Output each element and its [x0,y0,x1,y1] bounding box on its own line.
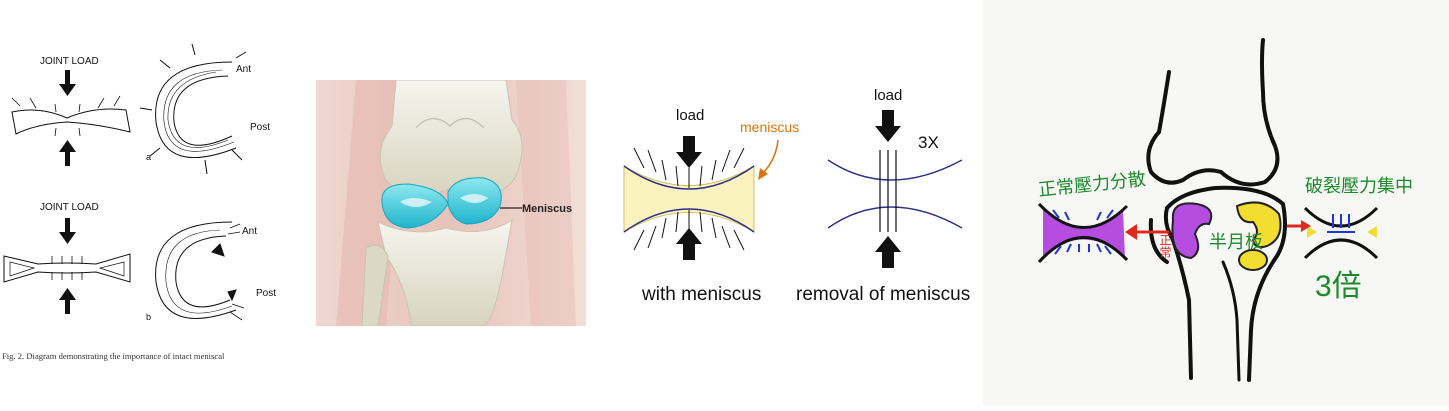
load-factor-3x: 3X [918,133,939,152]
load-arrow-up-left [676,228,702,260]
figure-tag-a: a [146,152,151,162]
post-label-bottom: Post [256,288,276,299]
load-label-right: load [874,87,902,104]
normal-joint-sketch [1037,202,1129,264]
load-arrow-down-top [59,70,76,96]
normal-vertical-label: 正常 [1158,234,1172,259]
meniscus-cross-section-bottom [3,253,131,283]
load-arrow-up-top [59,140,76,166]
ant-label-bottom: Ant [242,226,257,237]
tibia-bone [377,218,513,327]
figure-tag-b: b [146,312,151,322]
load-arrow-up-right [875,236,901,268]
tear-joint-sketch [1303,206,1379,260]
joint-with-meniscus [623,147,755,251]
meniscus-c-shape-top [139,43,247,175]
ant-label-top: Ant [236,64,251,75]
femur-outline [1146,38,1280,187]
meniscus-purple [1171,202,1213,260]
fibula-bone [361,244,389,327]
load-arrow-down-left [676,136,702,168]
hand-drawn-knee-diagram: 半月板 正常 正常壓力分散 破裂壓力集中 [983,0,1449,406]
joint-load-label-top: JOINT LOAD [40,56,99,67]
femur-bone [379,79,523,197]
joint-load-label-bottom: JOINT LOAD [40,202,99,213]
load-comparison-diagram: load meniscus [600,0,980,406]
caption-removal-of-meniscus: removal of meniscus [796,284,970,305]
joint-without-meniscus [827,150,963,232]
load-arrow-down-right [875,110,901,142]
meniscus-label: Meniscus [522,203,572,215]
normal-pressure-caption: 正常壓力分散 [1037,169,1146,200]
red-arrow-left [1125,224,1169,240]
load-label-left: load [676,107,704,124]
meniscus-c-shape-bottom [155,221,245,321]
three-times-label: 3倍 [1315,270,1362,303]
post-label-top: Post [250,122,270,133]
meniscus-cn-label: 半月板 [1209,232,1263,252]
load-arrow-up-bottom [59,288,76,314]
red-arrow-right [1287,220,1311,232]
meniscus-load-line-diagram: JOINT LOAD Ant [0,0,310,406]
meniscus-highlight [381,177,502,229]
figure-caption: Fig. 2. Diagram demonstrating the import… [2,351,225,361]
load-arrow-down-bottom [59,218,76,244]
caption-with-meniscus: with meniscus [641,284,761,305]
meniscus-callout-label: meniscus [740,119,799,135]
tear-pressure-caption: 破裂壓力集中 [1305,176,1413,196]
meniscus-yellow [1235,201,1282,271]
meniscus-callout-arrow [761,139,779,175]
meniscus-cross-section-top [11,95,131,137]
knee-anatomy-illustration: Meniscus [316,79,586,327]
